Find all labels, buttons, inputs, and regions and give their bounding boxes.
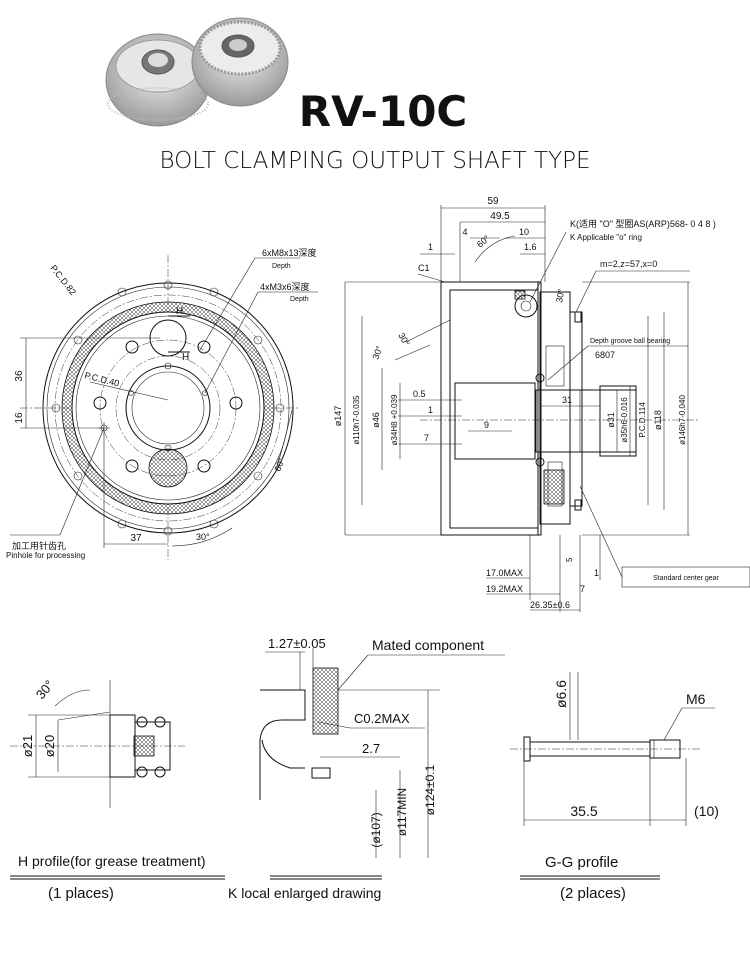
gg-profile-caption: G-G profile (545, 854, 618, 871)
dim-19-2: 19.2MAX (486, 584, 523, 594)
dim-7b: 7 (580, 584, 585, 594)
dim-31: 31 (562, 395, 572, 405)
dim-37: 37 (130, 533, 142, 544)
phi-6-6: ø6.6 (553, 680, 569, 708)
dim-49-5: 49.5 (490, 211, 510, 222)
gg-profile-view: ø6.6 M6 35.5 (10) G-G profile (2 places) (510, 672, 719, 902)
dim-0-5: 0.5 (413, 389, 426, 399)
h-profile-places: (1 places) (48, 885, 114, 902)
gear-spec: m=2,z=57,x=0 (600, 259, 657, 269)
chamfer-c1: C1 (418, 263, 430, 273)
product-photo (105, 17, 289, 127)
dim-1-27: 1.27±0.05 (268, 636, 326, 651)
dim-10-ref: (10) (694, 803, 719, 819)
phi-46: ø46 (371, 412, 381, 428)
dim-5: 5 (565, 557, 574, 562)
phi-118: ø118 (653, 410, 663, 430)
mated-component: Mated component (372, 637, 484, 653)
note-m8-cn: 6xM8x13深度 (262, 247, 317, 258)
dim-9: 9 (484, 420, 489, 430)
h-mark-2: H (182, 352, 189, 363)
k-note-en: K Applicable "o" ring (570, 233, 642, 242)
flange-holes (51, 280, 285, 536)
dim-35-5: 35.5 (570, 803, 597, 819)
dim-4: 4 (462, 227, 467, 237)
dim-59: 59 (487, 196, 499, 207)
phi-147: ø147 (333, 406, 343, 427)
angle-30-b: 30° (396, 331, 412, 348)
dim-16: 16 (14, 412, 25, 424)
product-title: RV-10C (299, 87, 468, 136)
phi-21: ø21 (20, 735, 35, 757)
phi-35: ø35h6-0.016 (620, 397, 629, 443)
gg-profile-places: (2 places) (560, 885, 626, 902)
dim-1a: 1 (428, 242, 433, 252)
dim-17: 17.0MAX (486, 568, 523, 578)
pcd82-label: P.C.D.82 (48, 263, 78, 297)
k-detail-view: 1.27±0.05 Mated component C0.2MAX 2.7 (ø… (228, 636, 505, 901)
pcd-114: P.C.D.114 (638, 402, 647, 438)
phi-31: ø31 (606, 412, 616, 428)
dim-36: 36 (14, 370, 25, 382)
pinhole-cn: 加工用针齿孔 (12, 540, 66, 551)
dim-1-6: 1.6 (524, 242, 537, 252)
front-view: H H 6xM8x13深度 Depth 4xM3x6深度 Depth P.C.D… (6, 247, 318, 560)
thread-m6: M6 (686, 691, 706, 707)
phi-20: ø20 (42, 735, 57, 757)
standard-center-gear: Standard center gear (653, 575, 719, 582)
bearing-number: 6807 (595, 350, 615, 360)
dim-1c: 1 (594, 568, 599, 578)
phi-110: ø110h7-0.035 (352, 395, 361, 445)
dim-2-7: 2.7 (362, 741, 380, 756)
dim-10: 10 (519, 227, 529, 237)
dim-7a: 7 (424, 433, 429, 443)
angle-60: 60° (272, 456, 286, 473)
phi-146: ø146h7-0.040 (678, 395, 687, 445)
phi-124: ø124±0.1 (423, 764, 437, 815)
pinhole-en: Pinhole for processing (6, 551, 85, 560)
phi-107: (ø107) (369, 812, 383, 847)
angle-30-c: 30° (370, 344, 384, 361)
k-detail-caption: K local enlarged drawing (228, 885, 381, 901)
side-section-view: 59 49.5 4 10 1 60° 1.6 C1 K(适用 "O" 型圈AS(… (333, 196, 750, 612)
dim-1b: 1 (428, 405, 433, 415)
note-m3-cn: 4xM3x6深度 (260, 281, 310, 292)
phi-34: ø34H8 +0.039 (390, 394, 399, 445)
bearing-label: Depth groove ball bearing (590, 338, 670, 345)
angle-30: 30° (196, 532, 210, 542)
bolt-holes (93, 340, 243, 473)
dim-26-35: 26.35±0.6 (530, 600, 570, 610)
h-mark-1: H (176, 306, 183, 317)
h-profile-caption: H profile(for grease treatment) (18, 853, 206, 869)
angle-60-side: 60° (475, 233, 492, 250)
product-subtitle: BOLT CLAMPING OUTPUT SHAFT TYPE (159, 148, 590, 174)
angle-30-a: 30° (554, 288, 566, 304)
note-m3-en: Depth (290, 296, 309, 303)
h-profile-view: ø21 ø20 30° H profile(for grease treatme… (10, 677, 225, 902)
h-angle-30: 30° (33, 677, 57, 702)
phi-117: ø117MIN (395, 788, 409, 836)
chamfer-c0-2: C0.2MAX (354, 711, 410, 726)
note-m8-en: Depth (272, 263, 291, 270)
k-note-cn: K(适用 "O" 型圈AS(ARP)568- 0 4 8 ) (570, 219, 716, 229)
